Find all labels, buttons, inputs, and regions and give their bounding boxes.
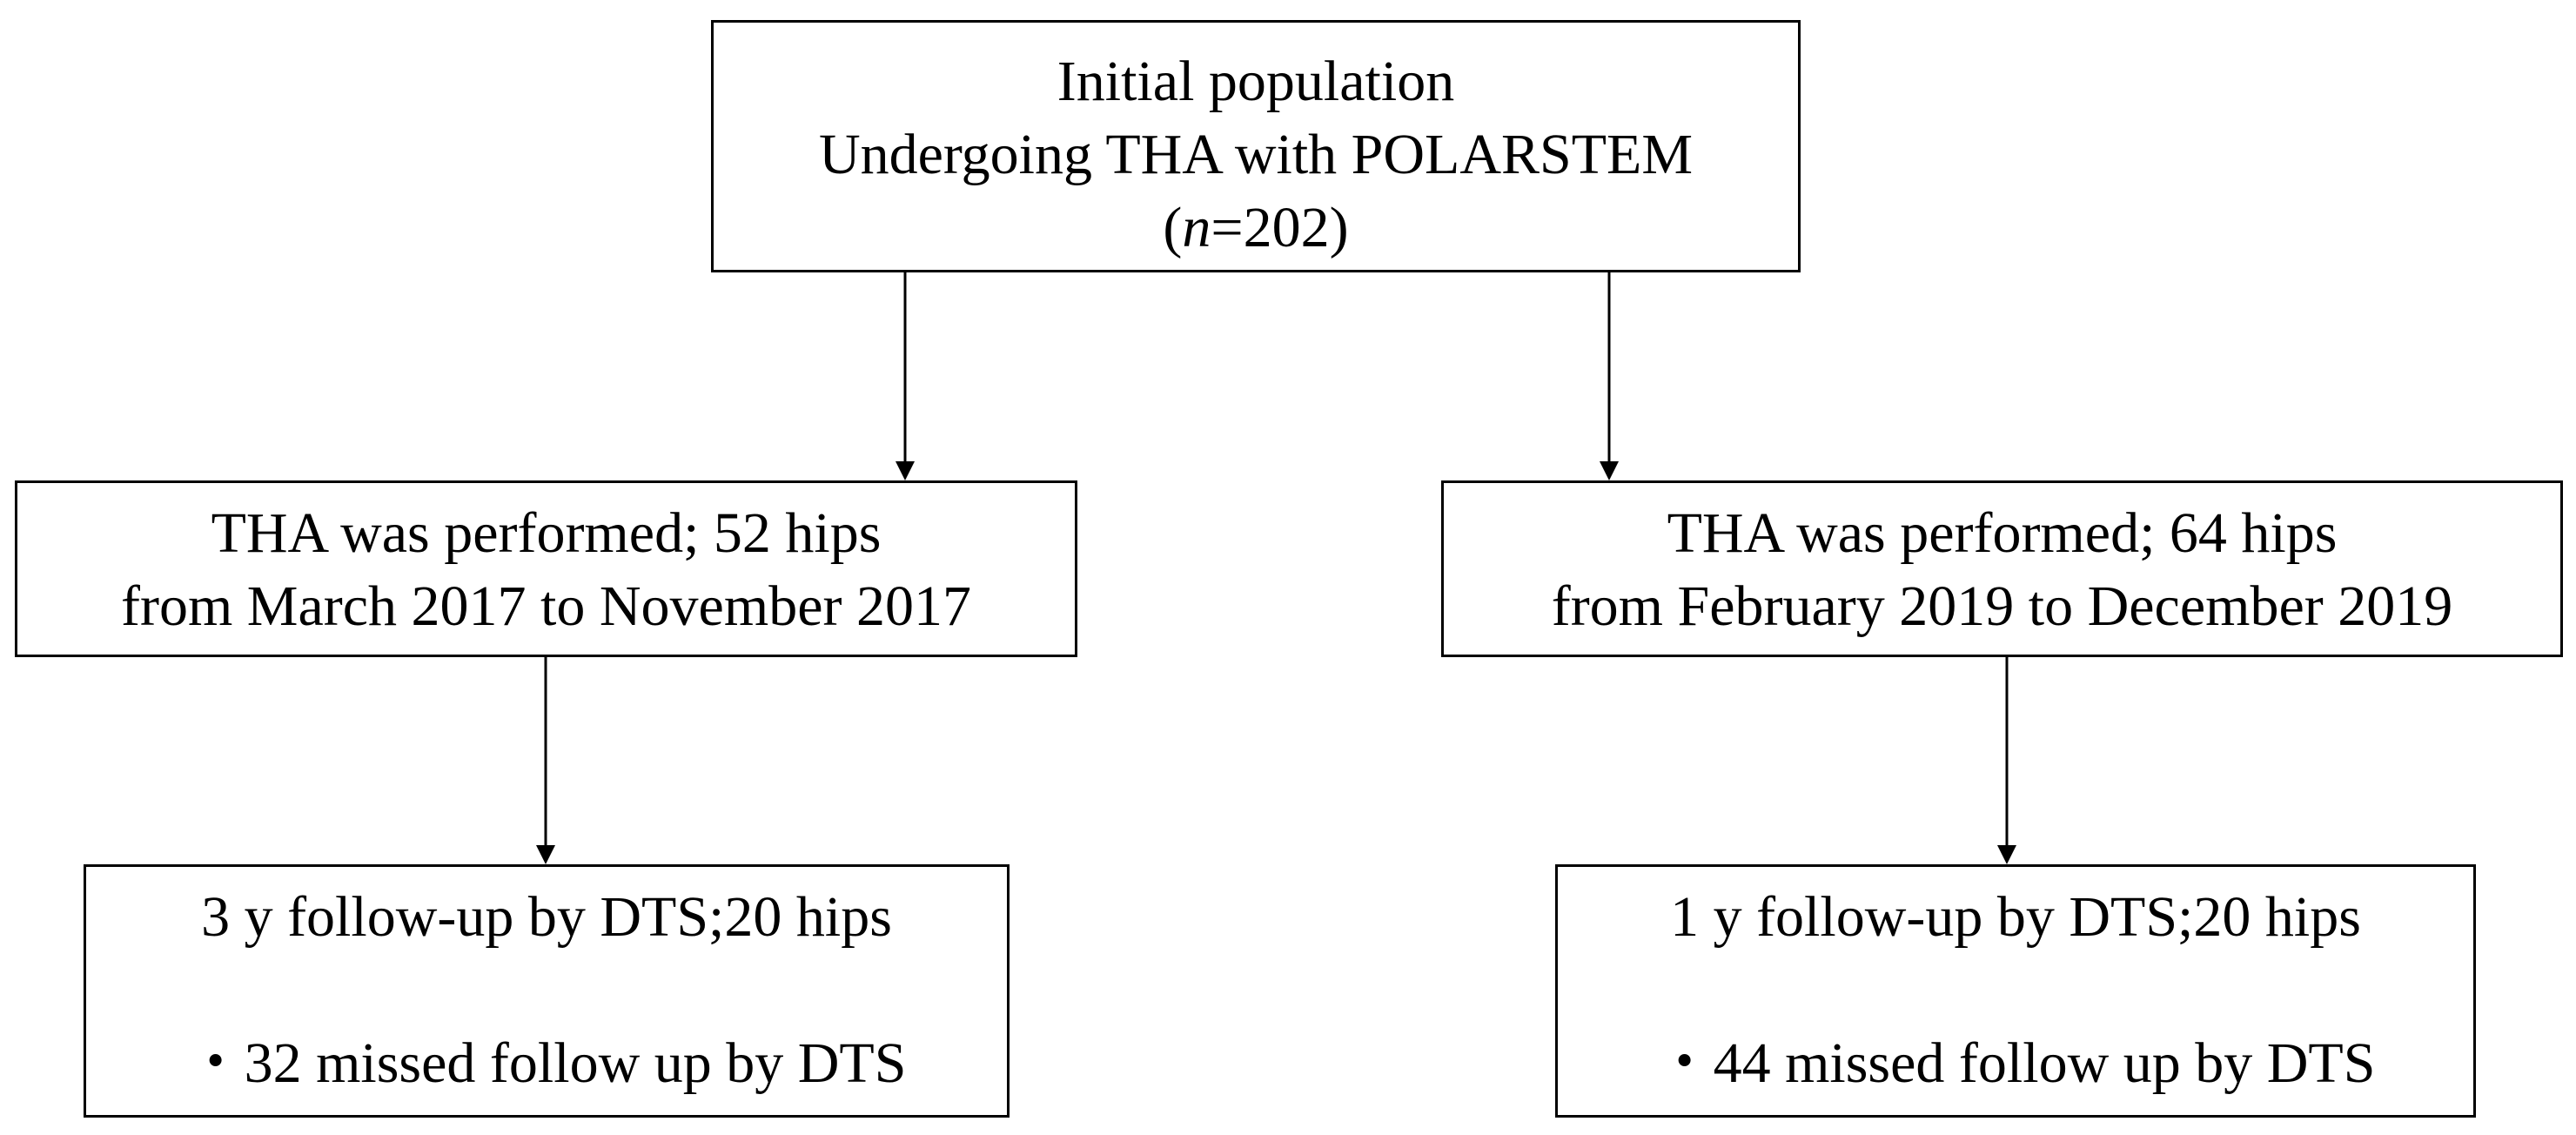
node-initial-count-var: n bbox=[1182, 196, 1211, 259]
node-initial-count: (n=202) bbox=[714, 191, 1798, 265]
node-followup-3y-count: 3 y follow-up by DTS;20 hips bbox=[201, 885, 892, 949]
node-initial-population: Initial population Undergoing THA with P… bbox=[711, 20, 1801, 272]
arrow-initial-to-2017 bbox=[896, 272, 915, 480]
node-group-2019-period: from February 2019 to December 2019 bbox=[1551, 574, 2453, 638]
node-initial-count-value: =202) bbox=[1211, 196, 1349, 259]
node-followup-1y: 1 y follow-up by DTS;20 hips ・44 missed … bbox=[1555, 864, 2476, 1118]
node-group-2017-period: from March 2017 to November 2017 bbox=[121, 574, 971, 638]
node-followup-1y-missed: ・44 missed follow up by DTS bbox=[1655, 1031, 2376, 1095]
node-group-2019: THA was performed; 64 hips from February… bbox=[1441, 480, 2563, 657]
node-followup-1y-count: 1 y follow-up by DTS;20 hips bbox=[1670, 885, 2361, 949]
node-group-2017-count: THA was performed; 52 hips bbox=[211, 501, 882, 565]
arrow-2017-to-3y bbox=[536, 657, 555, 864]
node-group-2019-count: THA was performed; 64 hips bbox=[1667, 501, 2338, 565]
arrow-2019-to-1y bbox=[1997, 657, 2016, 864]
node-group-2017: THA was performed; 52 hips from March 20… bbox=[15, 480, 1077, 657]
arrow-initial-to-2019 bbox=[1600, 272, 1619, 480]
node-followup-3y-missed: ・32 missed follow up by DTS bbox=[186, 1031, 907, 1095]
node-followup-1y-spacer bbox=[1558, 954, 2473, 1027]
node-initial-count-open: ( bbox=[1163, 196, 1183, 259]
node-followup-3y-spacer bbox=[86, 954, 1007, 1027]
node-initial-subtitle: Undergoing THA with POLARSTEM bbox=[818, 123, 1694, 186]
node-followup-3y: 3 y follow-up by DTS;20 hips ・32 missed … bbox=[84, 864, 1010, 1118]
node-initial-title: Initial population bbox=[1057, 50, 1455, 113]
